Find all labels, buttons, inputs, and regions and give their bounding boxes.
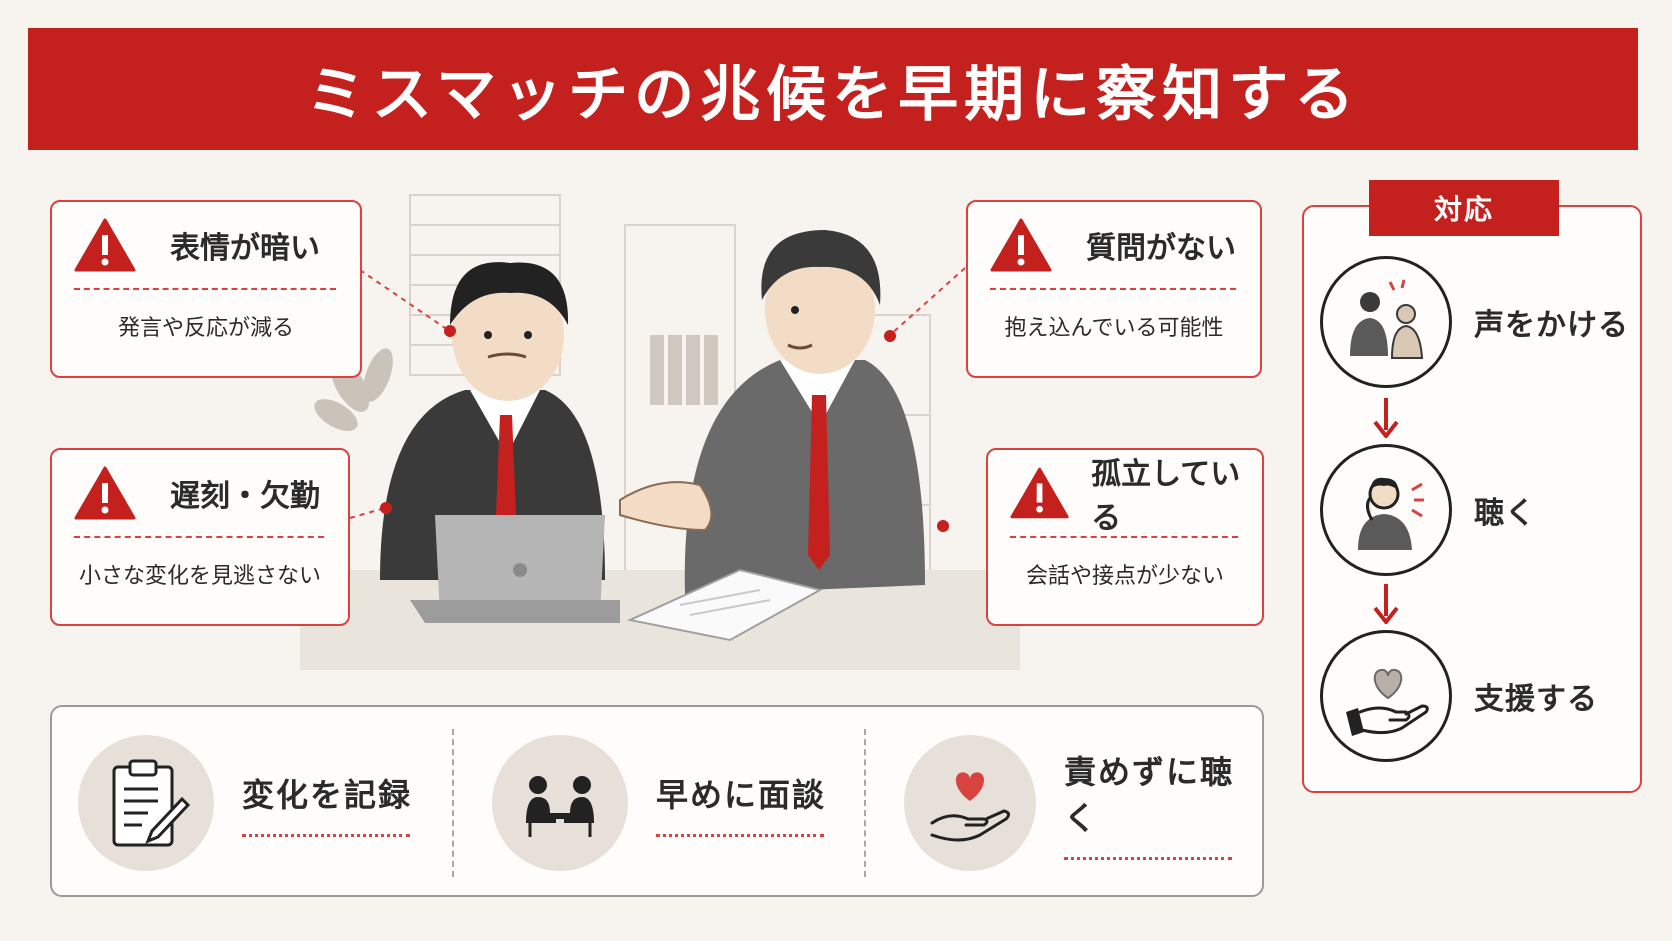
step-listen: 聴く [1320,444,1536,576]
divider [990,288,1236,290]
step-support: 支援する [1320,630,1598,762]
tip-early-meeting: 早めに面談 [492,731,826,875]
step-label: 声をかける [1474,308,1629,343]
support-icon [1320,630,1452,762]
office-meeting-illustration [300,194,1020,670]
sign-callout-isolated: 孤立している 会話や接点が少ない [986,448,1264,626]
arrow-down-icon [1373,584,1399,624]
sign-callout-lateness: 遅刻・欠勤 小さな変化を見逃さない [50,448,350,626]
warning-icon [74,466,136,520]
tip-record-changes: 変化を記録 [78,731,412,875]
underline [656,833,824,837]
divider [452,729,454,877]
sign-title: 遅刻・欠勤 [170,479,320,514]
sign-callout-dark-expression: 表情が暗い 発言や反応が減る [50,200,362,378]
sign-title: 質問がない [1086,231,1236,266]
warning-icon [990,218,1052,272]
listen-icon [1320,444,1452,576]
arrow-down-icon [1373,398,1399,438]
tip-label: 責めずに聴く [1064,752,1235,837]
sign-detail: 会話や接点が少ない [1025,564,1224,589]
tip-label: 変化を記録 [242,775,413,814]
tips-panel: 変化を記録 早めに面談 責めずに [50,705,1264,897]
tip-listen-without-blame: 責めずに聴く [904,731,1262,875]
title-banner: ミスマッチの兆候を早期に察知する [28,28,1638,150]
heart-hand-icon [904,735,1036,871]
meeting-icon [492,735,628,871]
sign-title: 表情が暗い [170,231,320,266]
divider [74,288,336,290]
sign-detail: 抱え込んでいる可能性 [1004,316,1224,341]
warning-icon [74,218,136,272]
step-call-out: 声をかける [1320,256,1629,388]
response-tag: 対応 [1369,180,1559,236]
clipboard-icon [78,735,214,871]
divider [864,729,866,877]
warning-icon [1010,467,1069,519]
step-label: 支援する [1474,682,1598,717]
sign-title: 孤立している [1091,457,1241,536]
underline [1064,856,1232,860]
page-title: ミスマッチの兆候を早期に察知する [305,59,1361,130]
tip-label: 早めに面談 [656,775,827,814]
step-label: 聴く [1474,496,1536,531]
sign-detail: 小さな変化を見逃さない [78,564,321,589]
talk-icon [1320,256,1452,388]
divider [1010,536,1238,538]
sign-detail: 発言や反応が減る [117,316,294,341]
divider [74,536,324,538]
sign-callout-no-questions: 質問がない 抱え込んでいる可能性 [966,200,1262,378]
underline [242,833,410,837]
